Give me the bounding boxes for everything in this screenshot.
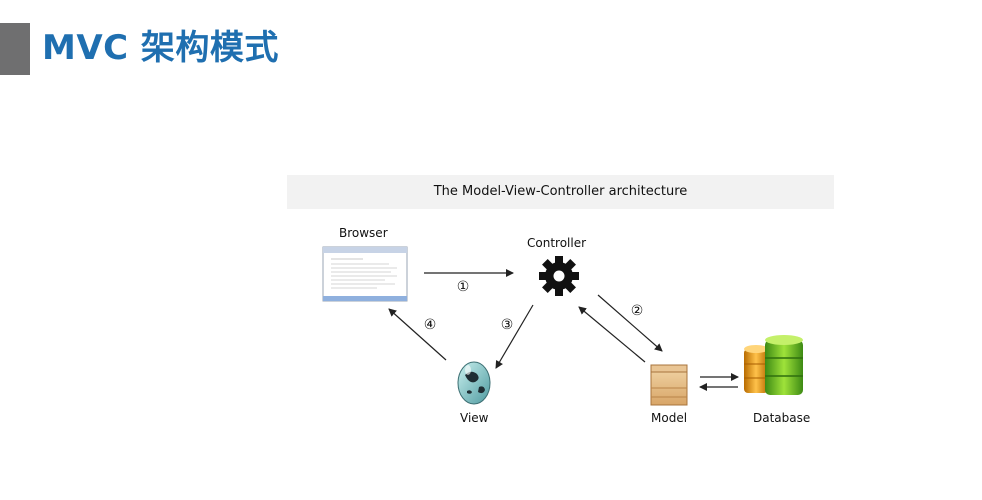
step-label-2: ② [631,303,644,319]
database-icon [744,335,803,395]
arrow-controller-to-view [495,304,534,369]
controller-gear-icon [539,256,579,296]
model-label: Model [651,411,688,425]
model-box-icon [650,364,688,406]
diagram-header: The Model-View-Controller architecture [287,175,834,209]
view-label: View [460,411,489,425]
arrow-controller-to-model [597,294,663,352]
arrow-model-to-controller [578,306,646,363]
arrow-view-to-browser [388,308,447,361]
browser-window-icon [322,246,408,302]
diagram-graphics: ① ② ③ ④ [322,246,803,406]
page-title: MVC 架构模式 [42,28,279,68]
controller-label: Controller [527,236,587,250]
mvc-diagram: The Model-View-Controller architecture B… [287,175,834,435]
step-label-3: ③ [501,317,514,333]
view-egg-icon [457,361,491,405]
database-label: Database [753,411,811,425]
title-accent-bar [0,23,30,75]
step-label-1: ① [457,279,470,295]
browser-label: Browser [339,226,388,240]
step-label-4: ④ [424,317,437,333]
